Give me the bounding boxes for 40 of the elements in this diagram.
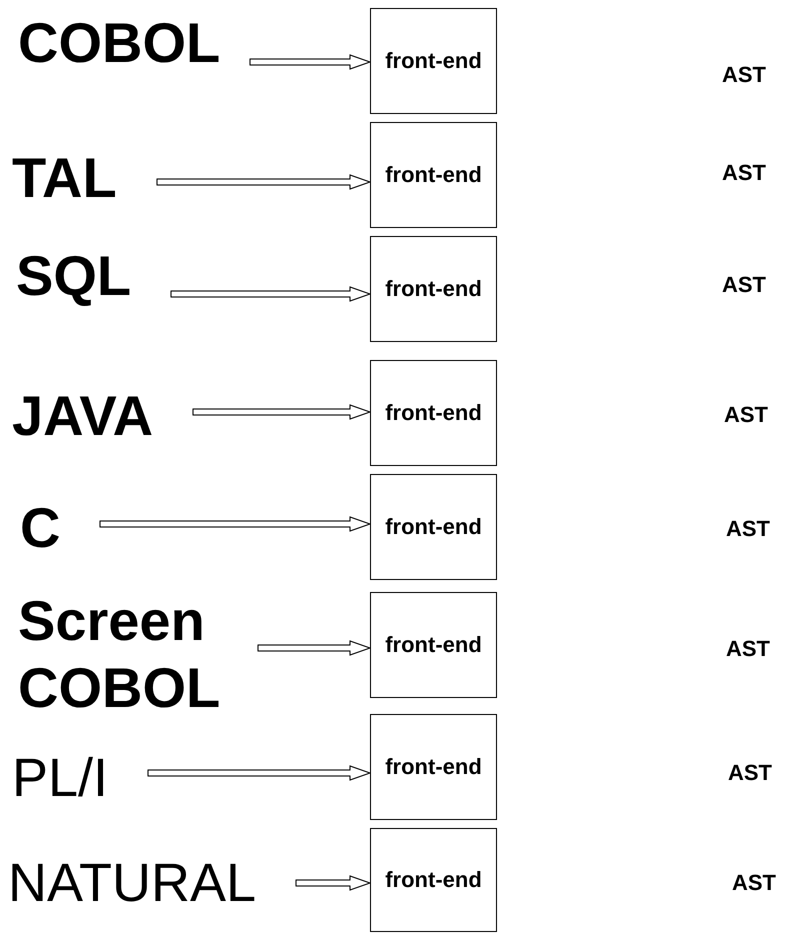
output-label: AST — [732, 870, 776, 896]
output-label: AST — [722, 272, 766, 298]
language-label: JAVA — [12, 382, 154, 450]
process-box — [370, 592, 497, 698]
language-label: TAL — [12, 144, 117, 212]
block-arrow — [296, 875, 372, 891]
box-label: front-end — [385, 867, 482, 893]
language-label: C — [20, 494, 60, 562]
block-arrow — [100, 516, 372, 532]
box-label: front-end — [385, 48, 482, 74]
output-label: AST — [722, 62, 766, 88]
box-label: front-end — [385, 162, 482, 188]
language-label: PL/I — [12, 746, 108, 811]
block-arrow — [192, 404, 372, 420]
language-label: COBOL — [18, 9, 220, 76]
block-arrow — [156, 174, 372, 190]
output-label: AST — [728, 760, 772, 786]
process-box — [370, 236, 497, 342]
process-box — [370, 474, 497, 580]
box-label: front-end — [385, 400, 482, 426]
language-label: NATURAL — [8, 851, 256, 916]
block-arrow — [170, 286, 372, 302]
output-label: AST — [722, 160, 766, 186]
process-box — [370, 828, 497, 932]
box-label: front-end — [385, 754, 482, 780]
process-box — [370, 8, 497, 114]
box-label: front-end — [385, 514, 482, 540]
language-label: SQL — [16, 242, 132, 310]
output-label: AST — [726, 636, 770, 662]
process-box — [370, 714, 497, 820]
block-arrow — [258, 640, 372, 656]
language-label: Screen COBOL — [18, 587, 248, 722]
output-label: AST — [724, 402, 768, 428]
process-box — [370, 360, 497, 466]
block-arrow — [148, 765, 372, 781]
process-box — [370, 122, 497, 228]
box-label: front-end — [385, 276, 482, 302]
output-label: AST — [726, 516, 770, 542]
block-arrow — [250, 54, 372, 70]
box-label: front-end — [385, 632, 482, 658]
